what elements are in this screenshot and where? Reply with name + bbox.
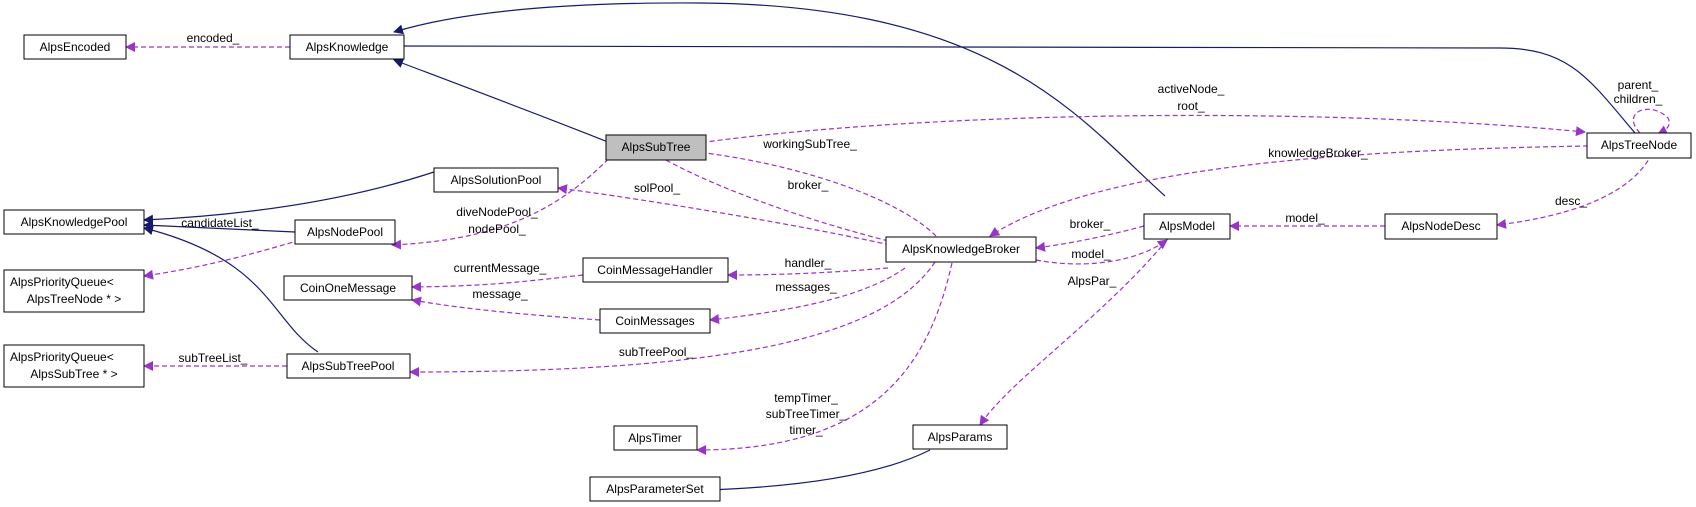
node-label: CoinMessages: [615, 314, 694, 328]
edge-subtreepool: [409, 261, 936, 377]
node-alps-knowledge-broker[interactable]: AlpsKnowledgeBroker: [885, 236, 1037, 263]
label-dive-node-pool: diveNodePool_: [456, 205, 538, 219]
label-node-pool: nodePool_: [468, 222, 526, 236]
node-coin-message-handler[interactable]: CoinMessageHandler: [582, 257, 729, 283]
node-alps-parameter-set[interactable]: AlpsParameterSet: [589, 476, 721, 502]
label-message: message_: [472, 287, 528, 301]
label-model-desc: model_: [1285, 211, 1325, 225]
label-subtree-pool: subTreePool_: [619, 345, 694, 359]
edge-desc: [1496, 145, 1656, 229]
node-alps-model[interactable]: AlpsModel: [1143, 213, 1231, 240]
node-label-line2: AlpsSubTree * >: [30, 367, 117, 381]
label-alps-par: AlpsPar_: [1068, 274, 1117, 288]
label-candidate-list: candidateList_: [181, 216, 259, 230]
label-subtree-list: subTreeList_: [179, 351, 248, 365]
edge-nodepool-inherits-kp: [143, 220, 296, 233]
node-label: AlpsNodePool: [307, 225, 383, 239]
node-label: AlpsTimer: [628, 431, 682, 445]
node-alps-subtree[interactable]: AlpsSubTree: [605, 134, 707, 161]
node-label: AlpsEncoded: [40, 40, 111, 54]
node-alps-priority-queue-treenode[interactable]: AlpsPriorityQueue< AlpsTreeNode * >: [3, 269, 145, 313]
node-label: CoinOneMessage: [300, 281, 396, 295]
node-alps-tree-node[interactable]: AlpsTreeNode: [1586, 132, 1692, 159]
node-label: AlpsSubTree: [622, 140, 691, 154]
edge-message: [411, 296, 601, 321]
node-alps-timer[interactable]: AlpsTimer: [613, 425, 698, 451]
node-alps-knowledge-pool[interactable]: AlpsKnowledgePool: [3, 209, 145, 235]
edge-params-inherits-parameterset: [704, 449, 931, 495]
label-current-message: currentMessage_: [454, 261, 547, 275]
edge-timers: [696, 262, 953, 455]
edge-candidatelist: [143, 239, 301, 280]
node-label: AlpsTreeNode: [1601, 138, 1678, 152]
label-root: root_: [1177, 99, 1205, 113]
label-messages: messages_: [775, 280, 837, 294]
label-sol-pool: solPool_: [634, 181, 680, 195]
node-alps-node-desc[interactable]: AlpsNodeDesc: [1384, 213, 1498, 240]
edge-divenodepool-nodepool: [391, 152, 615, 250]
edge-currentmessage: [411, 274, 584, 292]
label-working-subtree: workingSubTree_: [762, 137, 857, 151]
edge-solutionpool-inherits-kp: [143, 170, 438, 225]
edge-model-inherits-knowledge: [393, 2, 1166, 197]
label-encoded: encoded_: [187, 31, 240, 45]
label-knowledge-broker: knowledgeBroker_: [1268, 146, 1368, 160]
label-model-kb: model_: [1071, 247, 1111, 261]
node-label: AlpsKnowledgeBroker: [902, 242, 1020, 256]
node-label: CoinMessageHandler: [597, 263, 712, 277]
edge-subtree-inherits-knowledge: [393, 58, 609, 143]
node-alps-subtree-pool[interactable]: AlpsSubTreePool: [286, 353, 411, 379]
edge-broker-subtree: [665, 159, 906, 248]
edge-model-kb: [1035, 239, 1168, 265]
node-label: AlpsParameterSet: [606, 482, 704, 496]
node-alps-priority-queue-subtree[interactable]: AlpsPriorityQueue< AlpsSubTree * >: [3, 344, 145, 388]
node-label: AlpsKnowledge: [306, 40, 389, 54]
label-timer: timer_: [789, 423, 823, 437]
node-label: AlpsKnowledgePool: [21, 215, 128, 229]
label-handler: handler_: [785, 256, 832, 270]
node-label: AlpsParams: [928, 430, 993, 444]
edge-handler: [727, 267, 889, 280]
label-children: children_: [1614, 92, 1663, 106]
label-broker-subtree: broker_: [788, 178, 829, 192]
edge-activenode-root: [677, 114, 1586, 147]
edge-treenode-inherits-knowledge: [393, 41, 1636, 134]
edge-alpspar: [979, 239, 1168, 426]
edge-parent-children: [1632, 108, 1670, 135]
node-label: AlpsModel: [1159, 219, 1215, 233]
edge-knowledgebroker: [989, 145, 1589, 237]
label-broker-model: broker_: [1070, 217, 1111, 231]
node-coin-one-message[interactable]: CoinOneMessage: [283, 275, 413, 301]
node-alps-knowledge[interactable]: AlpsKnowledge: [289, 34, 405, 60]
edge-messages: [709, 267, 906, 324]
node-label: AlpsNodeDesc: [1401, 219, 1480, 233]
node-label: AlpsSubTreePool: [302, 359, 395, 373]
node-label-line1: AlpsPriorityQueue<: [10, 350, 114, 364]
label-active-node: activeNode_: [1158, 82, 1225, 96]
label-desc: desc_: [1555, 194, 1587, 208]
edge-solpool: [557, 184, 891, 246]
edge-broker-model: [1035, 225, 1145, 252]
edge-subtreepool-inherits-kp: [143, 225, 319, 353]
edge-workingsubtree: [679, 145, 937, 237]
node-coin-messages[interactable]: CoinMessages: [599, 308, 711, 334]
node-label-line1: AlpsPriorityQueue<: [10, 275, 114, 289]
node-alps-encoded[interactable]: AlpsEncoded: [23, 34, 127, 60]
node-alps-params[interactable]: AlpsParams: [912, 424, 1008, 450]
label-temp-timer: tempTimer_: [774, 391, 838, 405]
node-alps-solution-pool[interactable]: AlpsSolutionPool: [433, 167, 559, 193]
node-label-line2: AlpsTreeNode * >: [27, 292, 122, 306]
node-label: AlpsSolutionPool: [451, 173, 542, 187]
label-subtree-timer: subTreeTimer_: [766, 407, 847, 421]
label-parent: parent_: [1618, 78, 1659, 92]
node-alps-node-pool[interactable]: AlpsNodePool: [294, 219, 396, 245]
